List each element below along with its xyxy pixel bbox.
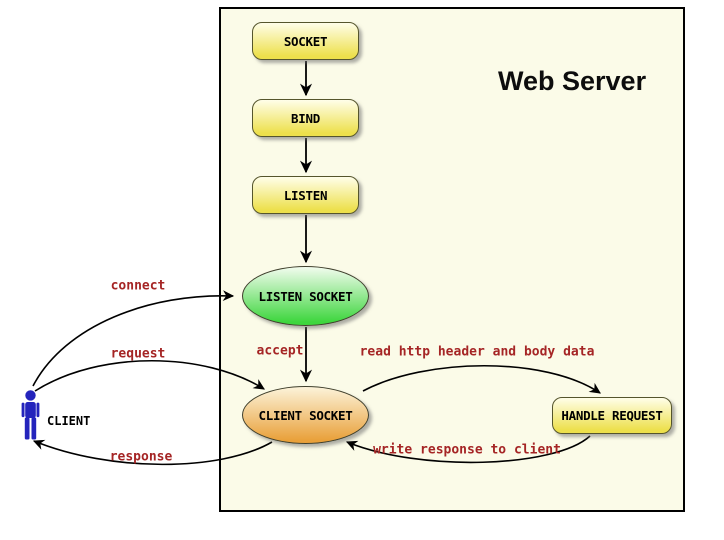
node-client-socket: CLIENT SOCKET bbox=[242, 386, 369, 444]
node-bind: BIND bbox=[252, 99, 359, 137]
node-listen: LISTEN bbox=[252, 176, 359, 214]
arrow-connect bbox=[32, 290, 235, 387]
node-handle-request: HANDLE REQUEST bbox=[552, 397, 672, 434]
edge-label-response: response bbox=[109, 449, 173, 465]
node-listen-socket: LISTEN SOCKET bbox=[242, 266, 369, 326]
node-handle-request-label: HANDLE REQUEST bbox=[561, 408, 663, 423]
node-socket: SOCKET bbox=[252, 22, 359, 60]
node-bind-label: BIND bbox=[291, 110, 320, 126]
edge-label-connect: connect bbox=[110, 278, 166, 294]
client-label: CLIENT bbox=[47, 414, 91, 428]
edge-label-accept: accept bbox=[256, 343, 304, 359]
edge-label-write-response: write response to client bbox=[373, 442, 561, 458]
edge-label-request: request bbox=[110, 346, 166, 362]
node-listen-socket-label: LISTEN SOCKET bbox=[258, 288, 353, 304]
node-socket-label: SOCKET bbox=[283, 33, 328, 49]
node-client-socket-label: CLIENT SOCKET bbox=[258, 407, 353, 423]
edge-label-read-http: read http header and body data bbox=[359, 344, 595, 360]
client-person-icon bbox=[20, 390, 41, 440]
diagram-title: Web Server bbox=[498, 66, 647, 96]
node-listen-label: LISTEN bbox=[283, 187, 328, 203]
